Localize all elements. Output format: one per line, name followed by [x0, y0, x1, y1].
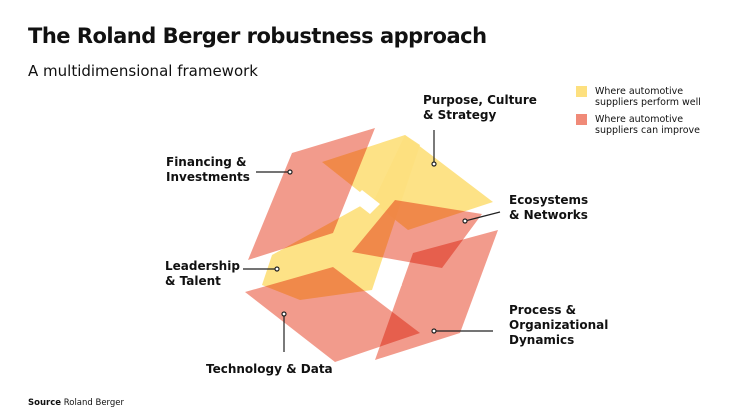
label-technology: Technology & Data: [206, 362, 333, 376]
gap-bottom: [375, 272, 402, 298]
legend-item-well: Where automotive suppliers perform well: [576, 86, 725, 108]
label-financing: Financing &Investments: [166, 155, 250, 184]
page-subtitle: A multidimensional framework: [28, 62, 258, 80]
legend-swatch-yellow: [576, 86, 587, 97]
leader-lines: [243, 130, 501, 352]
legend-swatch-red: [576, 114, 587, 125]
face-process: [375, 230, 498, 360]
label-leadership: Leadership& Talent: [165, 259, 240, 288]
face-leadership: [262, 135, 420, 300]
label-ecosystems: Ecosystems& Networks: [509, 193, 589, 222]
source-note: Source Roland Berger: [28, 398, 125, 408]
face-financing: [248, 128, 375, 260]
legend-item-improve: Where automotive suppliers can improve: [576, 114, 725, 136]
page-title: The Roland Berger robustness approach: [28, 24, 487, 48]
face-technology: [245, 267, 420, 362]
gap-top: [352, 190, 380, 214]
label-purpose: Purpose, Culture& Strategy: [423, 93, 537, 122]
